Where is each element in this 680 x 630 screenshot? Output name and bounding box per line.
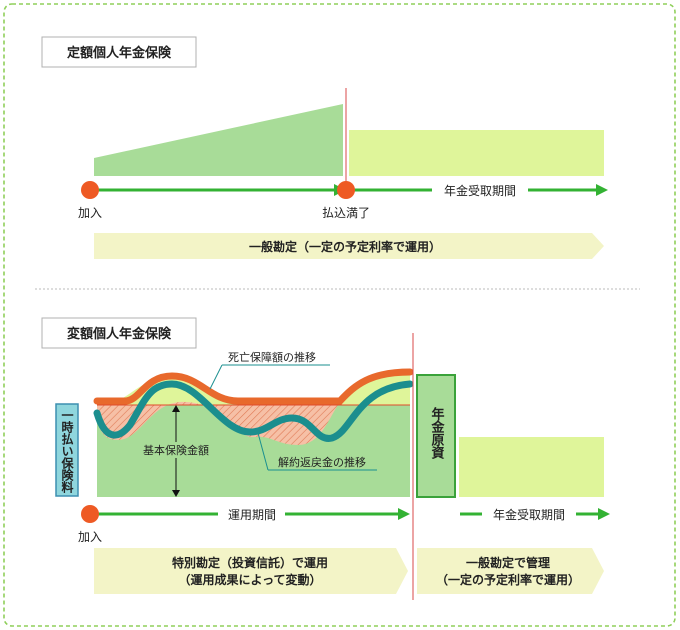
pension-payout-block [349,130,604,176]
section1-title: 定額個人年金保険 [66,45,172,61]
section2-join-label: 加入 [78,530,102,544]
death-benefit-leader [209,364,223,390]
basic-amount-label: 基本保険金額 [143,443,209,457]
basic-amount-arrowhead-bottom [172,490,180,497]
general-account-banner-2 [417,548,604,594]
special-account-banner-line2: （運用成果によって変動） [178,572,321,587]
death-benefit-curve [93,368,414,405]
section2-title: 変額個人年金保険 [67,326,172,342]
pension-payout-block-2 [459,437,604,497]
special-account-banner-line1: 特別勘定（投資信託）で運用 [172,555,328,570]
pension2-arrowhead [598,508,610,520]
general-account-banner-2-line2: （一定の予定利率で運用） [436,572,580,587]
special-account-banner [94,548,408,594]
basic-amount-arrowhead-top [172,405,180,412]
paid-up-label: 払込満了 [322,206,370,220]
pension-fund-box [416,374,456,498]
surrender-value-curve [93,380,414,442]
accumulation-trapezoid [94,104,343,176]
pension-fund-label: 年金原資 [429,406,446,460]
pension-arrowhead [596,184,608,196]
section2-pension-period-label: 年金受取期間 [493,507,565,522]
general-account-banner-2-line1: 一般勘定で管理 [466,555,550,570]
section1-join-label: 加入 [78,206,102,220]
surrender-leader [257,432,269,471]
section1-title-box: 定額個人年金保険 [41,36,197,68]
general-account-banner-text: 一般勘定（一定の予定利率で運用） [249,239,441,254]
death-benefit-label: 死亡保障額の推移 [228,350,316,364]
section2-title-box: 変額個人年金保険 [41,317,197,349]
section1-pension-period-label: 年金受取期間 [444,183,516,198]
surrender-label: 解約返戻金の推移 [278,455,366,469]
surrender-gap-hatch [97,401,338,445]
join-dot [81,181,99,199]
operation-period-label: 運用期間 [228,508,276,522]
paid-up-dot [337,181,355,199]
section2-join-dot [81,505,99,523]
general-account-banner [94,233,604,259]
lump-sum-box [55,403,79,497]
lump-sum-label: 一時払い保険料 [60,409,74,494]
outer-dashed-border [3,3,676,627]
operation-arrowhead [398,508,410,520]
basic-amount-label-bg [136,442,216,458]
